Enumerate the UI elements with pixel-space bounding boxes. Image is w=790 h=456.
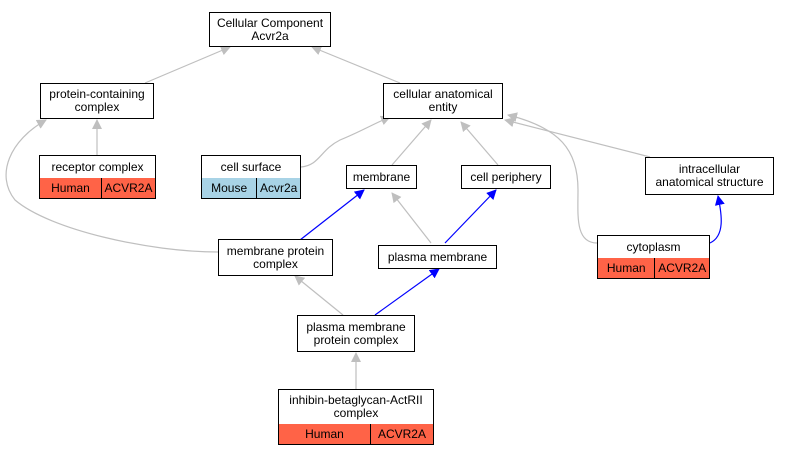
node-receptor-complex[interactable]: receptor complex [39, 155, 156, 179]
edge-cell-surface-to-anatomical-entity [300, 115, 391, 168]
gene-badge: ACVR2A [101, 178, 155, 198]
node-plasma-membrane-protein-complex[interactable]: plasma membrane protein complex [297, 315, 415, 352]
node-cell-periphery[interactable]: cell periphery [461, 165, 551, 189]
node-cell-periphery-label: cell periphery [470, 169, 542, 184]
node-protein-containing-complex[interactable]: protein-containing complex [40, 83, 154, 119]
species-badge: Human [40, 178, 102, 198]
edge-intracellular-to-anatomical-entity [504, 117, 651, 158]
cytoplasm-annotation: Human ACVR2A [597, 258, 710, 279]
node-intracellular-anatomical-structure[interactable]: intracellular anatomical structure [645, 157, 774, 195]
node-cellular-anatomical-entity[interactable]: cellular anatomical entity [383, 83, 503, 119]
node-plasma-membrane-protein-complex-label: plasma membrane protein complex [306, 319, 406, 347]
node-membrane[interactable]: membrane [346, 165, 417, 189]
node-membrane-label: membrane [352, 169, 411, 184]
edge-plasma-membrane-to-cell-periphery [444, 189, 497, 244]
node-cell-surface-label: cell surface [220, 159, 282, 174]
node-inhibin-betaglycan-actrii-complex-label: inhibin-betaglycan-ActRII complex [289, 393, 423, 420]
edge-cell-periphery-to-anatomical-entity [460, 121, 499, 166]
species-label: Mouse [211, 180, 248, 195]
inhibin-complex-annotation: Human ACVR2A [278, 424, 434, 445]
edge-anatomical-entity-to-root [311, 45, 401, 84]
node-plasma-membrane[interactable]: plasma membrane [378, 245, 497, 269]
node-cytoplasm-label: cytoplasm [626, 239, 681, 254]
species-badge: Human [279, 424, 371, 444]
species-badge: Human [598, 258, 656, 278]
node-intracellular-anatomical-structure-label: intracellular anatomical structure [655, 162, 764, 189]
gene-badge: Acvr2a [257, 178, 301, 198]
edge-membrane-to-anatomical-entity [391, 119, 432, 166]
gene-badge: ACVR2A [370, 424, 433, 444]
species-label: Human [606, 260, 646, 275]
node-root[interactable]: Cellular Component Acvr2a [209, 12, 331, 47]
gene-label: Acvr2a [259, 180, 298, 195]
node-protein-containing-complex-label: protein-containing complex [49, 87, 145, 114]
gene-badge: ACVR2A [655, 258, 709, 278]
edge-membrane-protein-complex-to-protein-complex [5, 119, 219, 253]
species-label: Human [51, 180, 90, 195]
species-label: Human [305, 426, 344, 441]
gene-label: ACVR2A [377, 426, 426, 441]
edge-cytoplasm-to-intracellular [709, 195, 725, 244]
node-membrane-protein-complex-label: membrane protein complex [226, 243, 325, 271]
cell-surface-annotation: Mouse Acvr2a [201, 178, 301, 199]
node-inhibin-betaglycan-actrii-complex[interactable]: inhibin-betaglycan-ActRII complex [278, 389, 434, 425]
edge-cytoplasm-to-anatomical-entity [507, 112, 598, 244]
node-cellular-anatomical-entity-label: cellular anatomical entity [393, 87, 493, 114]
receptor-complex-annotation: Human ACVR2A [39, 178, 156, 199]
edge-membrane-protein-complex-to-membrane [299, 189, 365, 241]
node-cell-surface[interactable]: cell surface [201, 155, 301, 179]
node-receptor-complex-label: receptor complex [51, 159, 144, 174]
node-plasma-membrane-label: plasma membrane [387, 249, 488, 264]
species-badge: Mouse [202, 178, 258, 198]
edge-protein-complex-to-root [144, 45, 231, 84]
node-membrane-protein-complex[interactable]: membrane protein complex [218, 239, 333, 276]
edge-pm-protein-complex-to-membrane-protein-complex [294, 275, 344, 316]
edge-plasma-membrane-to-membrane [391, 192, 432, 244]
node-cytoplasm[interactable]: cytoplasm [597, 235, 710, 259]
node-root-label: Cellular Component Acvr2a [216, 15, 324, 43]
edge-pm-protein-complex-to-plasma-membrane [374, 268, 440, 316]
gene-label: ACVR2A [104, 180, 153, 195]
gene-label: ACVR2A [658, 260, 707, 275]
